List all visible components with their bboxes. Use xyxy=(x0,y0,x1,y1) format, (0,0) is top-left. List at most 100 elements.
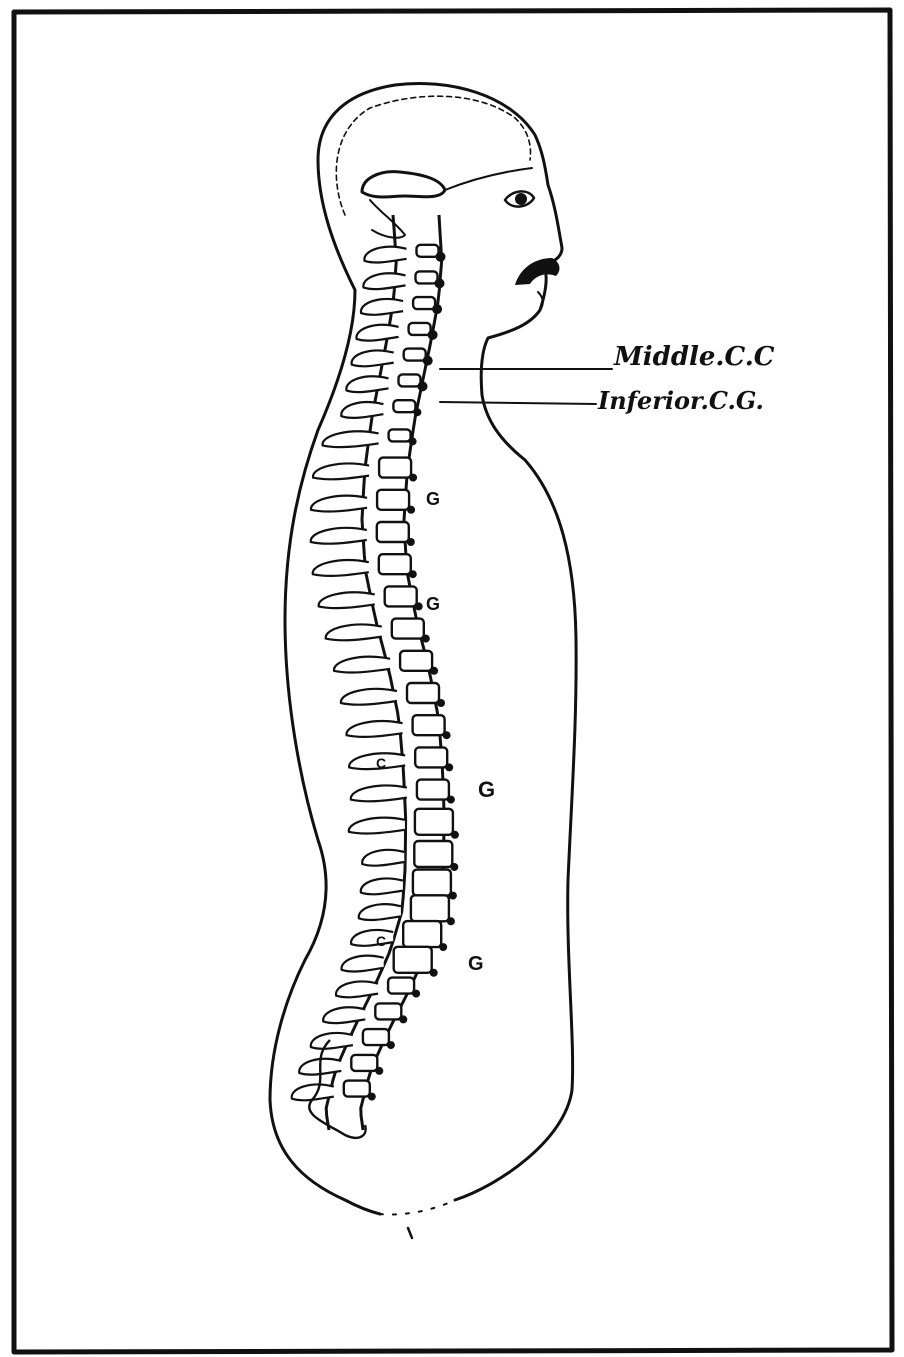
vertebra-body xyxy=(413,715,445,735)
spinous-process xyxy=(364,247,406,263)
vertebra-body xyxy=(379,458,411,478)
cord-marker-2: C xyxy=(376,933,386,949)
vertebra-body xyxy=(413,870,451,896)
spinous-process xyxy=(359,904,401,920)
vertebra-body xyxy=(407,683,439,703)
ganglion-dot xyxy=(412,990,420,998)
ganglion-dot xyxy=(451,831,459,839)
vertebra-body xyxy=(379,554,411,574)
spinal-column xyxy=(292,215,459,1138)
ganglion-marker-1: G xyxy=(426,489,440,509)
vertebra-body xyxy=(415,809,453,835)
ganglion-marker-2: G xyxy=(426,594,440,614)
brain-base xyxy=(362,172,445,238)
spinous-process xyxy=(347,721,403,737)
spinous-process xyxy=(361,879,403,895)
ganglion-dot xyxy=(450,863,458,871)
spinous-process xyxy=(351,930,393,946)
spinous-process xyxy=(323,1007,365,1023)
spinous-process xyxy=(362,850,404,866)
ganglion-dot xyxy=(422,635,430,643)
ganglion-dot xyxy=(435,278,445,288)
ganglion-dot xyxy=(407,538,415,546)
middle-cc-label: Middle.C.C xyxy=(613,342,775,372)
spinous-process xyxy=(326,625,382,641)
vertebra-body xyxy=(414,841,452,867)
ganglion-dot xyxy=(437,699,445,707)
spinous-process xyxy=(311,528,367,544)
vertebra-body xyxy=(388,978,414,994)
ganglion-marker-4: G xyxy=(468,953,484,975)
ganglion-dot xyxy=(447,796,455,804)
vertebra-body xyxy=(385,586,417,606)
ganglion-dot xyxy=(430,969,438,977)
spinous-process xyxy=(313,560,369,576)
vertebra-body xyxy=(413,297,435,309)
ganglion-dot xyxy=(409,437,417,445)
spinous-process xyxy=(311,496,367,512)
face-features xyxy=(505,191,559,310)
ganglion-dot xyxy=(387,1041,395,1049)
ganglion-dot xyxy=(439,943,447,951)
ganglion-dot xyxy=(409,474,417,482)
spinous-process xyxy=(363,273,405,289)
spinous-process xyxy=(341,689,397,705)
ganglion-marker-3: G xyxy=(478,777,495,802)
vertebra-body xyxy=(363,1029,389,1045)
spinous-process xyxy=(352,351,394,367)
vertebra-body xyxy=(400,651,432,671)
spinous-process xyxy=(336,982,378,998)
vertebra-body xyxy=(416,271,438,283)
vertebra-body xyxy=(404,349,426,361)
ganglion-dot xyxy=(368,1093,376,1101)
ganglion-dot xyxy=(399,1015,407,1023)
spinous-process xyxy=(334,657,390,673)
inferior-cc-pointer xyxy=(440,402,596,404)
vertebra-body xyxy=(411,895,449,921)
annotation-lines xyxy=(440,369,612,404)
vertebra-body xyxy=(375,1003,401,1019)
ganglion-dot xyxy=(428,330,438,340)
spinous-process xyxy=(342,956,384,972)
vertebra-body xyxy=(393,400,415,412)
vertebra-body xyxy=(392,619,424,639)
ganglion-dot xyxy=(447,917,455,925)
vertebra-body xyxy=(399,374,421,386)
ganglion-dot xyxy=(409,570,417,578)
spinous-process xyxy=(351,786,407,802)
vertebra-body xyxy=(344,1081,370,1097)
page-border xyxy=(14,10,892,1352)
eye-pupil xyxy=(515,193,527,205)
spinous-process xyxy=(346,376,388,392)
spinous-process xyxy=(349,818,405,834)
spinous-process xyxy=(313,464,369,480)
inferior-cc-label: Inferior.C.G. xyxy=(597,386,764,415)
ganglion-dot xyxy=(443,731,451,739)
vertebra-body xyxy=(417,780,449,800)
spinous-process xyxy=(361,299,403,315)
vertebra-body xyxy=(377,522,409,542)
bottom-mark xyxy=(408,1228,412,1238)
vertebra-body xyxy=(377,490,409,510)
ganglion-dot xyxy=(430,667,438,675)
spinous-process xyxy=(323,431,379,447)
cord-marker-1: C xyxy=(376,755,386,771)
ganglion-dot xyxy=(413,408,421,416)
spinous-process xyxy=(311,1033,353,1049)
spinous-process xyxy=(341,402,383,418)
ganglion-dot xyxy=(432,304,442,314)
vertebra-body xyxy=(351,1055,377,1071)
mustache xyxy=(515,258,559,285)
spinous-process xyxy=(319,592,375,608)
ganglion-dot xyxy=(418,381,428,391)
vertebra-body xyxy=(403,921,441,947)
vertebra-body xyxy=(415,747,447,767)
ganglion-dot xyxy=(436,252,446,262)
ganglion-dot xyxy=(415,602,423,610)
ganglion-dot xyxy=(375,1067,383,1075)
ganglion-dot xyxy=(423,356,433,366)
vertebra-body xyxy=(417,245,439,257)
vertebra-body xyxy=(394,947,432,973)
ganglion-dot xyxy=(407,506,415,514)
